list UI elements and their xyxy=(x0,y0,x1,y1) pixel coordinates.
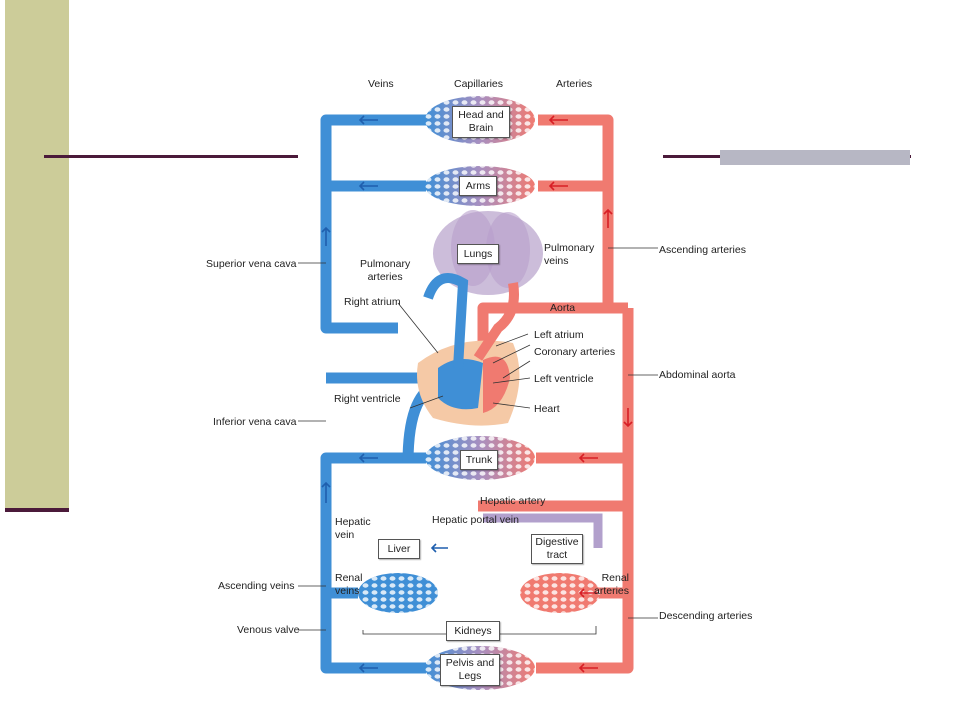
label-left-atrium: Left atrium xyxy=(534,329,584,341)
label-heart: Heart xyxy=(534,403,560,415)
region-kidneys: Kidneys xyxy=(446,621,500,641)
label-right-atrium: Right atrium xyxy=(344,296,401,308)
circulation-vessels xyxy=(298,96,658,690)
veins-header: Veins xyxy=(368,78,394,90)
label-venous-valve: Venous valve xyxy=(237,624,300,636)
label-left-ventricle: Left ventricle xyxy=(534,373,594,385)
label-hepatic-portal-vein: Hepatic portal vein xyxy=(432,514,519,526)
label-coronary-arteries: Coronary arteries xyxy=(534,346,616,358)
label-pulmonary-veins: Pulmonary veins xyxy=(544,242,595,267)
vein-arrows xyxy=(321,115,448,673)
label-abdominal-aorta: Abdominal aorta xyxy=(659,369,736,381)
label-renal-veins: Renal veins xyxy=(335,572,363,597)
region-trunk: Trunk xyxy=(460,450,498,470)
artery-arrows xyxy=(548,115,633,673)
slide-gray-bar xyxy=(720,150,910,165)
slide-rule-left xyxy=(44,155,300,158)
label-hepatic-artery: Hepatic artery xyxy=(480,495,546,507)
label-ascending-veins: Ascending veins xyxy=(218,580,295,592)
label-aorta: Aorta xyxy=(550,302,576,314)
heart-shape xyxy=(417,273,520,426)
region-lungs: Lungs xyxy=(457,244,499,264)
circulation-diagram: Veins Capillaries Arteries Head and Brai… xyxy=(298,78,663,700)
label-inferior-vena-cava: Inferior vena cava xyxy=(213,416,297,428)
slide-sidebar-accent xyxy=(5,0,69,512)
region-pelvis-legs: Pelvis and Legs xyxy=(440,654,500,686)
label-superior-vena-cava: Superior vena cava xyxy=(206,258,297,270)
label-ascending-arteries: Ascending arteries xyxy=(659,244,746,256)
region-digestive-tract: Digestive tract xyxy=(531,534,583,564)
region-head-brain: Head and Brain xyxy=(452,106,510,138)
slide-rule-bottom xyxy=(5,508,69,512)
label-hepatic-vein: Hepatic vein xyxy=(335,516,371,541)
capillaries-header: Capillaries xyxy=(454,78,504,90)
label-pulmonary-arteries: Pulmonary arteries xyxy=(360,258,411,283)
label-descending-arteries: Descending arteries xyxy=(659,610,753,622)
label-right-ventricle: Right ventricle xyxy=(334,393,401,405)
label-renal-arteries: Renal arteries xyxy=(594,572,630,597)
region-liver: Liver xyxy=(378,539,420,559)
arteries-header: Arteries xyxy=(556,78,593,90)
region-arms: Arms xyxy=(459,176,497,196)
